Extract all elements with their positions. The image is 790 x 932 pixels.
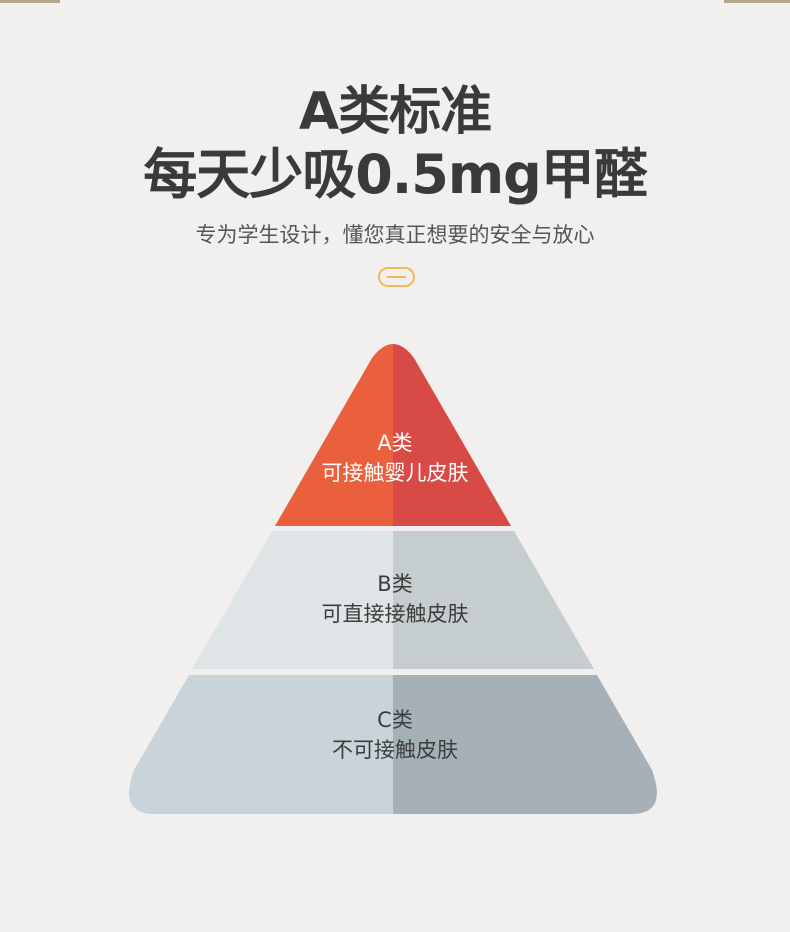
tier-a-class: A类 (377, 431, 413, 455)
headline-secondary: 每天少吸0.5mg甲醛 (143, 143, 648, 206)
tier-b-shape (192, 531, 594, 669)
tier-b-description: 可直接接触皮肤 (321, 602, 469, 626)
divider-ornament-icon (378, 267, 415, 287)
tier-a-label: A类 可接触婴儿皮肤 (0, 428, 790, 488)
headline-primary: A类标准 (298, 82, 492, 142)
top-left-corner-strip (0, 0, 60, 3)
tier-a-shape (275, 344, 511, 526)
tier-b-label: B类 可直接接触皮肤 (0, 569, 790, 629)
top-right-corner-strip (724, 0, 790, 3)
tier-c-description: 不可接触皮肤 (332, 738, 458, 762)
tier-a-description: 可接触婴儿皮肤 (321, 461, 469, 485)
tier-c-class: C类 (377, 708, 413, 732)
tier-b-class: B类 (377, 572, 413, 596)
tier-c-shape (129, 675, 657, 814)
tagline: 专为学生设计，懂您真正想要的安全与放心 (195, 223, 595, 247)
tier-c-label: C类 不可接触皮肤 (0, 705, 790, 765)
